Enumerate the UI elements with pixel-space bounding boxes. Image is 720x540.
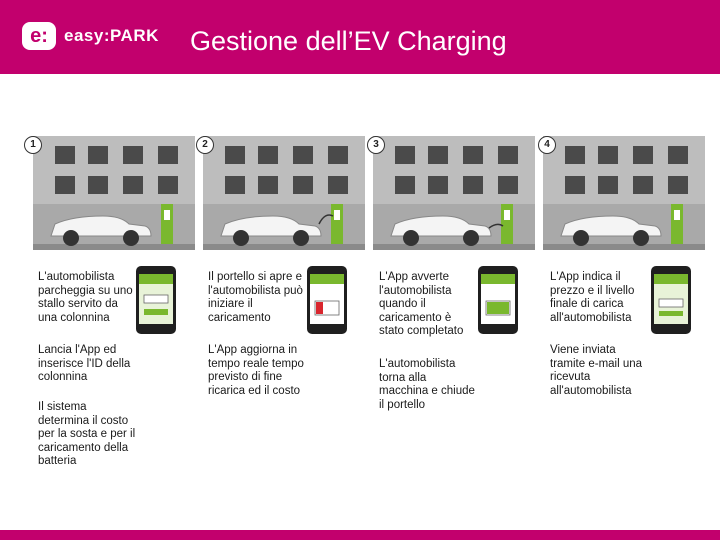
step-4-text-1: L'App indica il prezzo e il livello fina…: [550, 271, 646, 325]
page-title: Gestione dell’EV Charging: [190, 26, 507, 57]
step-1-text-2: Lancia l'App ed inserisce l'ID della col…: [38, 344, 136, 385]
step-1-text-1: L'automobilista parcheggia su uno stallo…: [38, 271, 136, 325]
step-4-scene: [543, 136, 705, 250]
step-2-text-1: Il portello si apre e l'automobilista pu…: [208, 271, 304, 325]
phone-battery-low-icon: [306, 265, 348, 335]
step-1-scene: [33, 136, 195, 250]
logo-mark: e:: [22, 22, 56, 50]
phone-id-entry-icon: [135, 265, 177, 335]
step-2-badge: 2: [196, 136, 214, 154]
step-1-text-3: Il sistema determina il costo per la sos…: [38, 401, 136, 469]
step-4-text-2: Viene inviata tramite e-mail una ricevut…: [550, 344, 650, 398]
header-bar: e: easy:PARK Gestione dell’EV Charging: [0, 0, 720, 74]
step-2-text-2: L'App aggiorna in tempo reale tempo prev…: [208, 344, 304, 398]
step-2-scene: [203, 136, 365, 250]
phone-receipt-icon: [650, 265, 692, 335]
footer-bar: [0, 530, 720, 540]
step-3-scene: [373, 136, 535, 250]
easypark-logo: e: easy:PARK: [22, 22, 159, 50]
step-4-badge: 4: [538, 136, 556, 154]
step-3-text-1: L'App avverte l'automobilista quando il …: [379, 271, 475, 339]
phone-battery-full-icon: [477, 265, 519, 335]
step-3-text-2: L'automobilista torna alla macchina e ch…: [379, 358, 475, 412]
logo-text: easy:PARK: [64, 26, 159, 46]
step-1-badge: 1: [24, 136, 42, 154]
step-3-badge: 3: [367, 136, 385, 154]
